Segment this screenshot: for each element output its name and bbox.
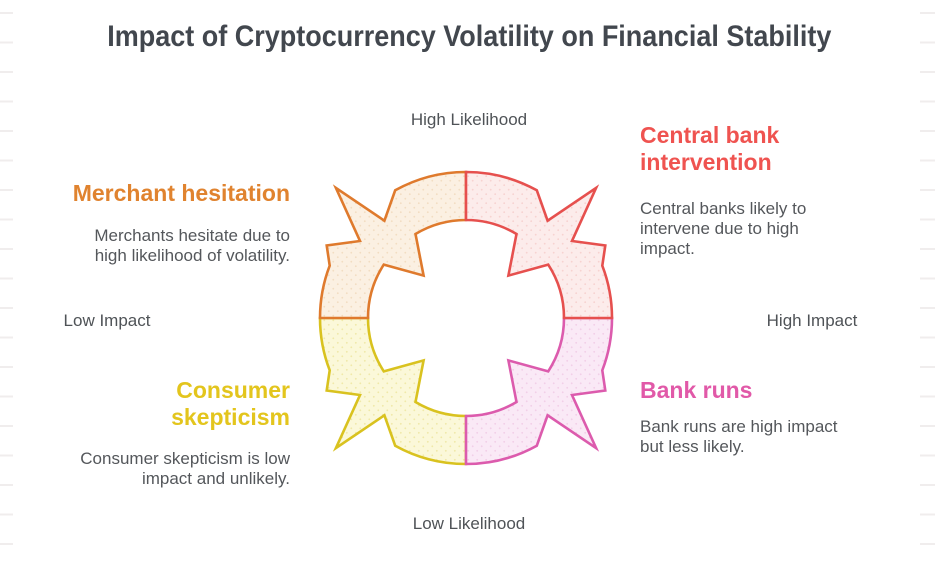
cycle-diagram bbox=[318, 170, 614, 466]
quadrant-heading-central-bank-intervention: Central bank intervention bbox=[640, 122, 780, 175]
quadrant-heading-bank-runs: Bank runs bbox=[640, 377, 753, 403]
edge-texture-left bbox=[0, 12, 13, 570]
quadrant-description-consumer-skepticism-wrap: Consumer skepticism is low impact and un… bbox=[38, 449, 290, 489]
quadrant-heading-merchant-hesitation: Merchant hesitation bbox=[72, 180, 290, 206]
cycle-arrow-top-right-icon bbox=[464, 170, 614, 320]
page-title: Impact of Cryptocurrency Volatility on F… bbox=[0, 20, 938, 54]
axis-label-low-likelihood: Low Likelihood bbox=[412, 514, 526, 533]
quadrant-heading-consumer-skepticism: Consumer skepticism bbox=[171, 377, 290, 430]
page-title-text: Impact of Cryptocurrency Volatility on F… bbox=[106, 20, 832, 53]
edge-texture-right bbox=[920, 12, 935, 570]
quadrant-description-merchant-hesitation: Merchants hesitate due to high likelihoo… bbox=[94, 226, 290, 265]
quadrant-heading-consumer-skepticism-wrap: Consumer skepticism bbox=[38, 377, 290, 431]
cycle-arrow-top-left-icon bbox=[318, 170, 468, 320]
quadrant-description-central-bank-intervention: Central banks likely to intervene due to… bbox=[640, 199, 807, 258]
quadrant-description-bank-runs: Bank runs are high impact but less likel… bbox=[640, 417, 838, 456]
axis-label-low-impact: Low Impact bbox=[63, 311, 151, 330]
quadrant-description-merchant-hesitation-wrap: Merchants hesitate due to high likelihoo… bbox=[38, 226, 290, 266]
quadrant-description-consumer-skepticism: Consumer skepticism is low impact and un… bbox=[80, 449, 290, 488]
cycle-arrow-bottom-left-icon bbox=[318, 316, 468, 466]
axis-label-high-impact: High Impact bbox=[766, 311, 858, 330]
axis-label-high-likelihood: High Likelihood bbox=[410, 110, 528, 129]
cycle-arrow-bottom-right-icon bbox=[464, 316, 614, 466]
